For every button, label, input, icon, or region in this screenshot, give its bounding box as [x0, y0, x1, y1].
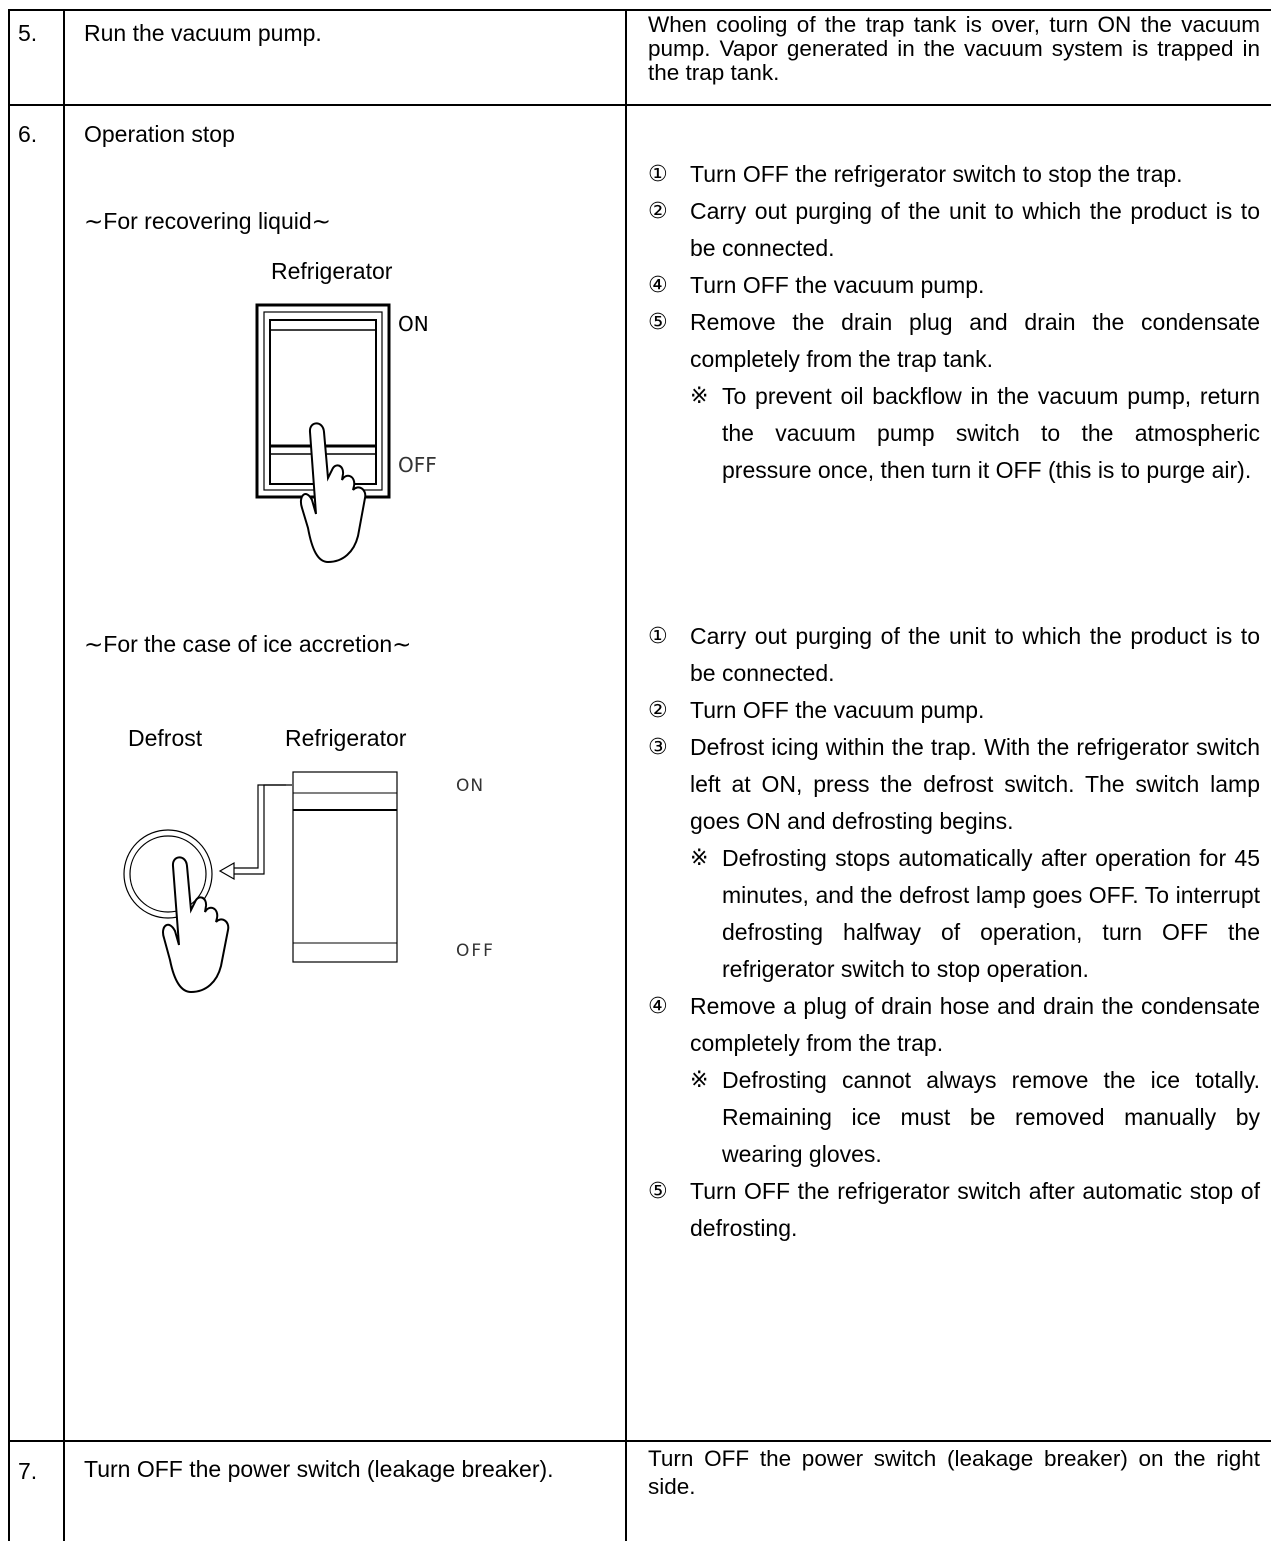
defrost-label: Defrost [128, 725, 203, 751]
row-description: Turn OFF the power switch (leakage break… [648, 1446, 1260, 1499]
row-divider-2 [8, 1440, 1271, 1442]
column-divider-1 [63, 9, 65, 1541]
row-number: 7. [18, 1458, 38, 1484]
refrigerator-label: Refrigerator [285, 725, 407, 751]
note-item: ※To prevent oil backflow in the vacuum p… [690, 383, 1260, 483]
ice-heading: ∼For the case of ice accretion∼ [84, 631, 412, 657]
refrigerator-switch-figure [255, 303, 391, 564]
table-border-left [8, 9, 10, 1541]
switch-off-label: OFF [456, 941, 495, 961]
row-number: 5. [18, 20, 38, 46]
defrost-switch-figure [123, 771, 398, 994]
switch-on-label: ON [456, 776, 485, 796]
column-divider-2 [625, 9, 627, 1541]
row-divider-1 [8, 104, 1271, 106]
row-description: When cooling of the trap tank is over, t… [648, 12, 1260, 85]
note-item: ※Defrosting cannot always remove the ice… [690, 1067, 1260, 1167]
note-item: ※Defrosting stops automatically after op… [690, 845, 1260, 982]
row-action: Run the vacuum pump. [84, 20, 322, 46]
row-number: 6. [18, 121, 38, 147]
refrigerator-label: Refrigerator [271, 258, 393, 284]
recovering-heading: ∼For recovering liquid∼ [84, 208, 331, 234]
row-action: Turn OFF the power switch (leakage break… [84, 1456, 554, 1482]
row-action: Operation stop [84, 121, 235, 147]
switch-off-label: OFF [398, 453, 437, 477]
table-border-top [8, 9, 1271, 11]
switch-on-label: ON [398, 312, 429, 336]
